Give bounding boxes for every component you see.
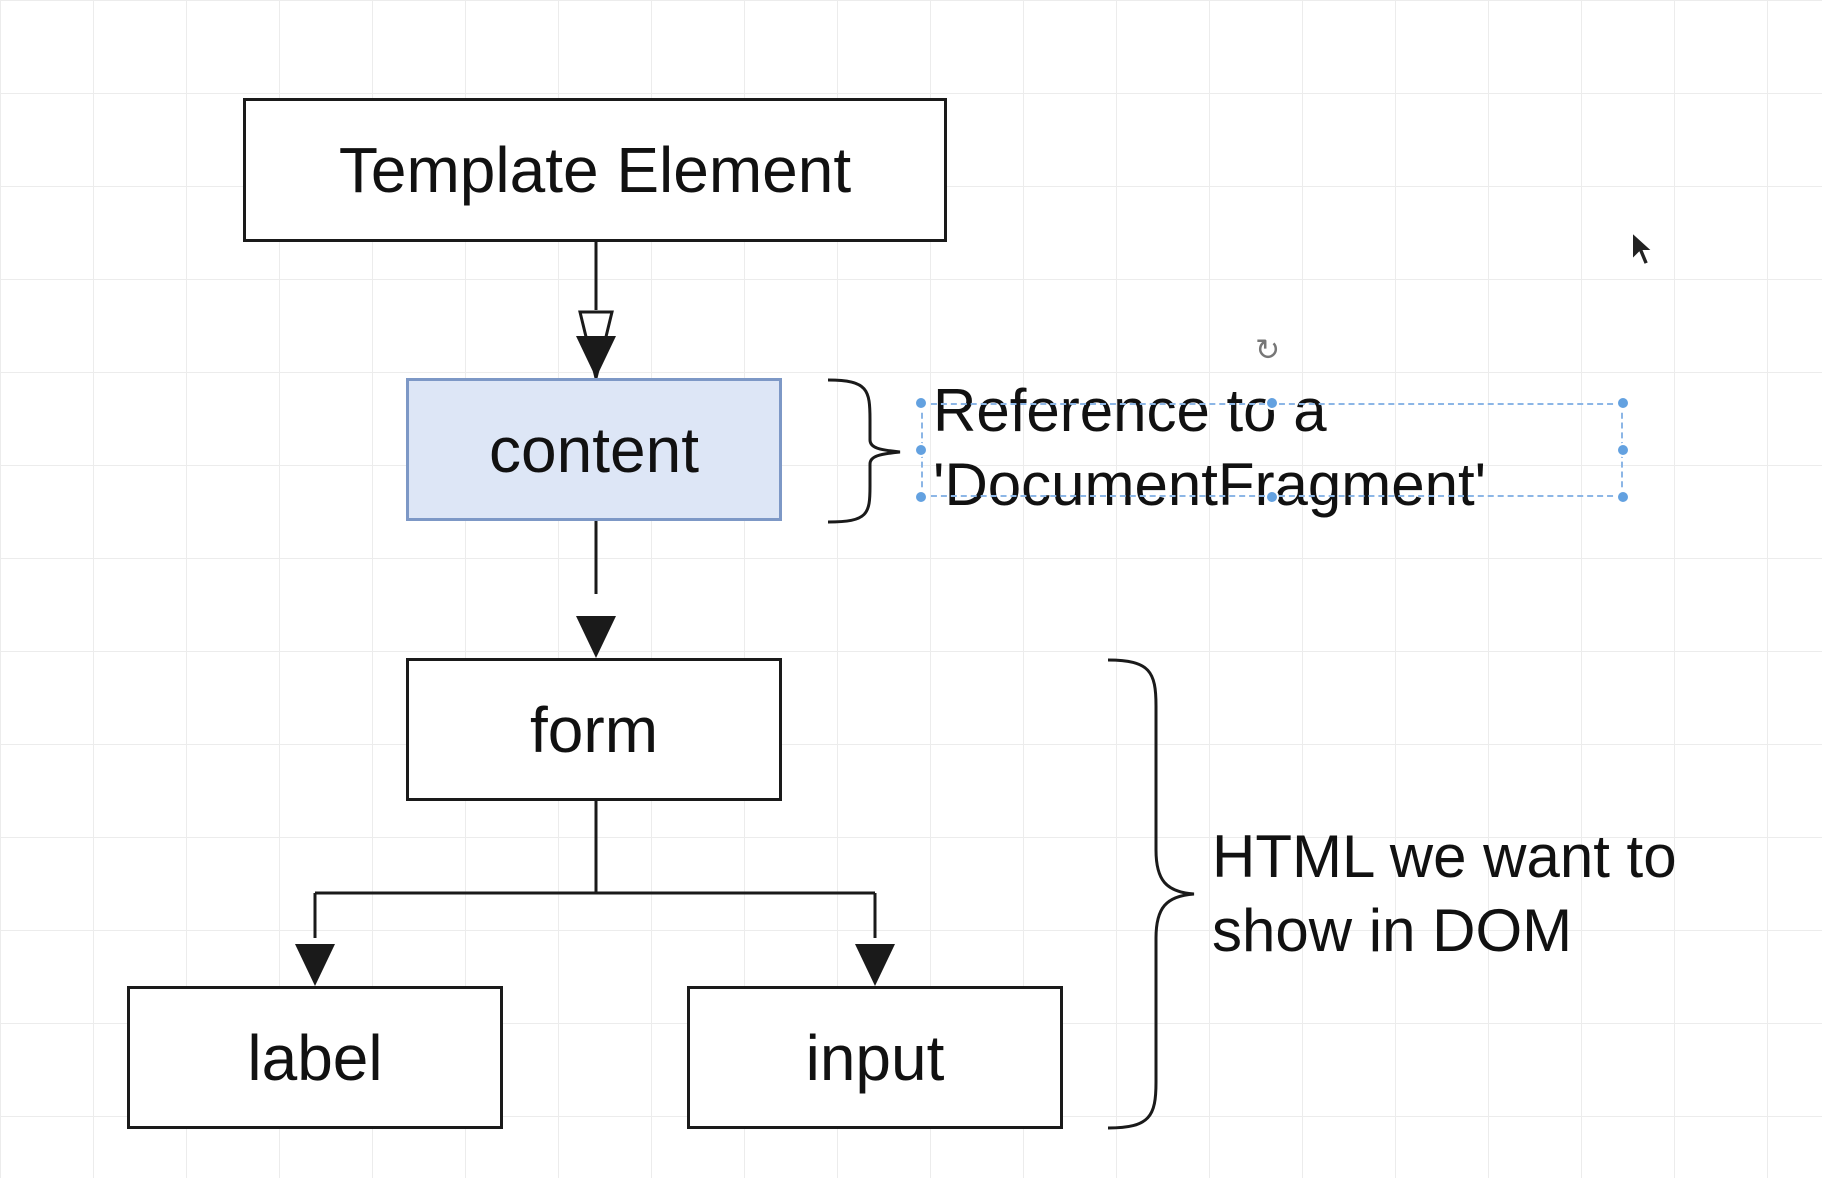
selection-handle-middle-left[interactable]: [914, 443, 928, 457]
selection-handle-top-right[interactable]: [1616, 396, 1630, 410]
selection-handle-top-center[interactable]: [1265, 396, 1279, 410]
input-node[interactable]: input: [687, 986, 1063, 1129]
arrowheads: [295, 336, 895, 986]
mouse-pointer-icon: [1631, 230, 1656, 267]
label-node[interactable]: label: [127, 986, 503, 1129]
form-label: form: [530, 693, 658, 766]
arrowhead-input: [855, 944, 895, 986]
html-annotation-line2: show in DOM: [1212, 897, 1573, 965]
arrowhead-content: [576, 336, 616, 378]
html-annotation[interactable]: HTML we want to show in DOM: [1212, 820, 1677, 969]
content-node[interactable]: content: [406, 378, 782, 521]
selection-handle-top-left[interactable]: [914, 396, 928, 410]
selection-handle-middle-right[interactable]: [1616, 443, 1630, 457]
fragment-annotation[interactable]: Reference to a 'DocumentFragment': [933, 374, 1486, 523]
fragment-annotation-line1: Reference to a: [933, 377, 1327, 444]
arrowhead-label: [295, 944, 335, 986]
selection-handle-bottom-center[interactable]: [1265, 490, 1279, 504]
template-element-label: Template Element: [338, 134, 852, 206]
rotate-handle-icon[interactable]: ↻: [1255, 333, 1281, 368]
arrowhead-form: [576, 616, 616, 658]
selection-handle-bottom-right[interactable]: [1616, 490, 1630, 504]
html-annotation-line1: HTML we want to: [1212, 823, 1677, 890]
fragment-annotation-line2: 'DocumentFragment': [933, 451, 1487, 519]
input-node-label: input: [805, 1021, 945, 1094]
content-label: content: [489, 413, 699, 486]
selection-handle-bottom-left[interactable]: [914, 490, 928, 504]
form-node[interactable]: form: [406, 658, 782, 801]
label-node-label: label: [247, 1021, 383, 1094]
brace-fragment[interactable]: [827, 378, 901, 524]
template-element-node[interactable]: Template Element: [243, 98, 947, 242]
brace-html[interactable]: [1107, 658, 1195, 1130]
